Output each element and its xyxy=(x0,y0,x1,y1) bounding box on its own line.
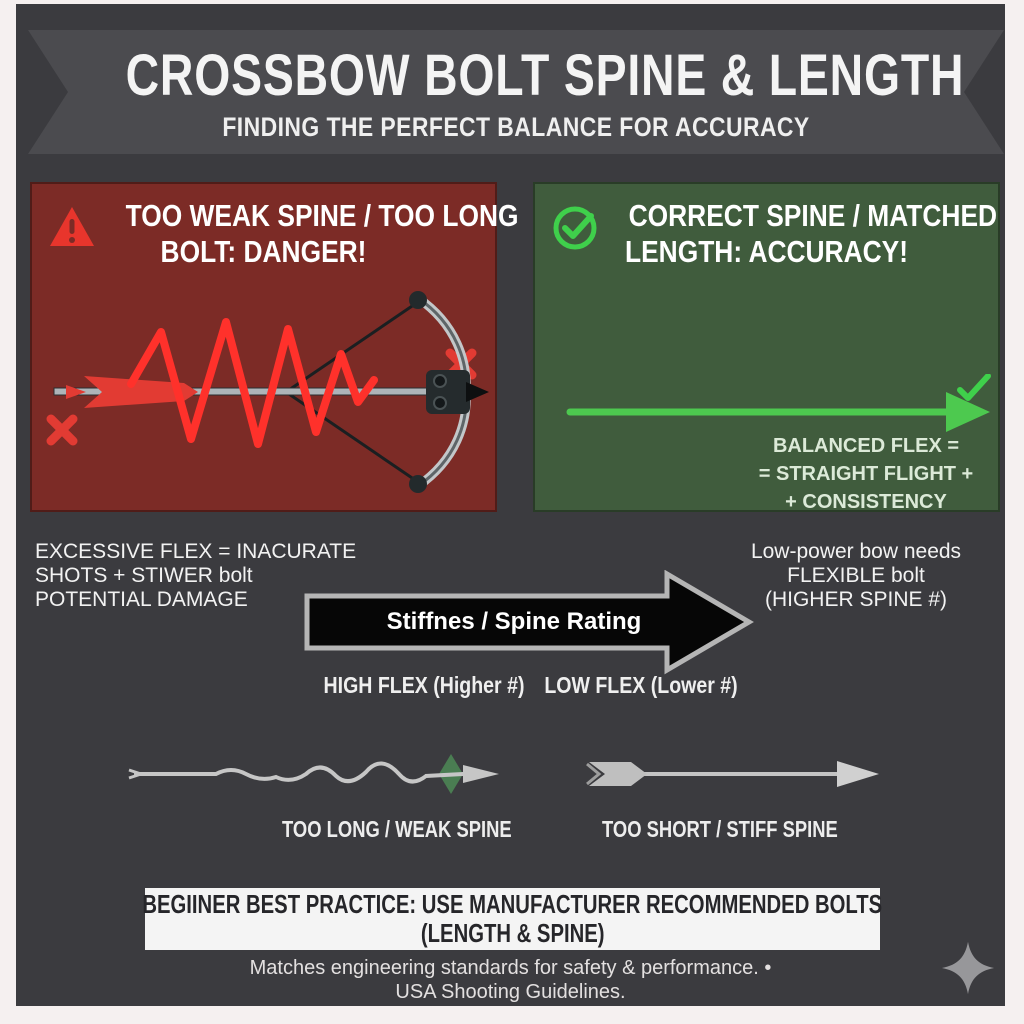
high-flex-label: HIGH FLEX (Higher #) xyxy=(323,672,525,698)
best-practice-banner: BEGIINER BEST PRACTICE: USE MANUFACTURER… xyxy=(142,888,883,950)
success-heading-text: CORRECT SPINE / MATCHED LENGTH: ACCURACY… xyxy=(625,198,998,269)
check-icon xyxy=(553,206,597,250)
wavy-bolt-illustration xyxy=(128,754,499,794)
header-ribbon: CROSSBOW BOLT SPINE & LENGTH FINDING THE… xyxy=(28,30,1004,154)
x-icon xyxy=(46,414,78,446)
page-subtitle: FINDING THE PERFECT BALANCE FOR ACCURACY xyxy=(222,112,810,142)
infographic-canvas: CROSSBOW BOLT SPINE & LENGTH FINDING THE… xyxy=(16,4,1005,1006)
straight-flight-arrow-icon xyxy=(566,374,991,432)
footer-note: Matches engineering standards for safety… xyxy=(249,957,772,1003)
spine-rating-arrow: Stiffnes / Spine Rating xyxy=(304,569,774,676)
low-power-bow-note: Low-power bow needs FLEXIBLE bolt (HIGHE… xyxy=(750,540,962,612)
spine-rating-arrow-label: Stiffnes / Spine Rating xyxy=(386,608,642,635)
straight-bolt-illustration xyxy=(586,761,879,787)
warning-icon xyxy=(50,207,94,246)
low-flex-label: LOW FLEX (Lower #) xyxy=(544,672,738,698)
excessive-flex-note: EXCESSIVE FLEX = INACURATE SHOTS + STIWE… xyxy=(35,540,357,612)
crossbow-wobble-illustration xyxy=(46,291,489,493)
too-long-weak-spine-label: TOO LONG / WEAK SPINE xyxy=(282,816,512,842)
success-panel: CORRECT SPINE / MATCHED LENGTH: ACCURACY… xyxy=(533,182,1000,513)
danger-heading-text: TOO WEAK SPINE / TOO LONG BOLT: DANGER! xyxy=(125,198,519,269)
sparkle-icon xyxy=(941,941,995,995)
page-title: CROSSBOW BOLT SPINE & LENGTH xyxy=(125,43,965,108)
success-caption: BALANCED FLEX = = STRAIGHT FLIGHT + + CO… xyxy=(758,435,974,513)
right-arrow-icon xyxy=(304,569,754,675)
too-short-stiff-spine-label: TOO SHORT / STIFF SPINE xyxy=(602,816,838,842)
danger-panel: TOO WEAK SPINE / TOO LONG BOLT: DANGER! xyxy=(30,182,519,512)
